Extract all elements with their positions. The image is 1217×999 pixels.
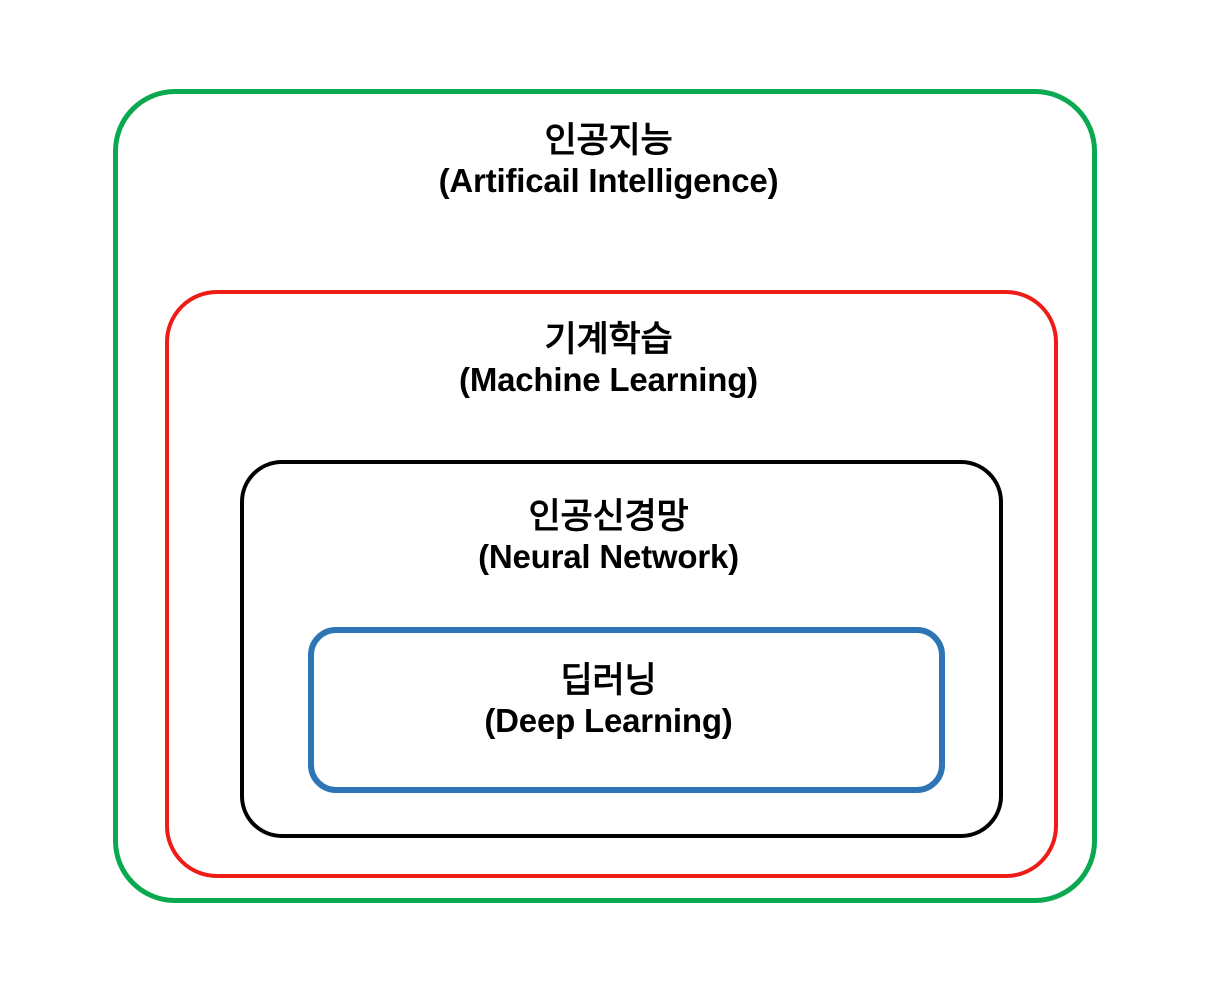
- label-machine-learning-english: (Machine Learning): [459, 360, 758, 398]
- label-artificial-intelligence: 인공지능 (Artificail Intelligence): [0, 121, 1217, 200]
- label-deep-learning-korean: 딥러닝: [560, 661, 657, 700]
- label-neural-network-korean: 인공신경망: [528, 497, 689, 536]
- label-artificial-intelligence-korean: 인공지능: [544, 121, 673, 160]
- layer-deep-learning: [308, 627, 945, 793]
- label-neural-network-english: (Neural Network): [478, 537, 739, 575]
- label-machine-learning-korean: 기계학습: [544, 320, 673, 359]
- layer-machine-learning: [165, 290, 1058, 878]
- layer-artificial-intelligence: [113, 89, 1097, 903]
- label-artificial-intelligence-english: (Artificail Intelligence): [438, 161, 779, 199]
- label-machine-learning: 기계학습 (Machine Learning): [0, 320, 1217, 399]
- layer-neural-network: [240, 460, 1003, 838]
- label-neural-network: 인공신경망 (Neural Network): [0, 497, 1217, 576]
- label-deep-learning: 딥러닝 (Deep Learning): [0, 661, 1217, 740]
- label-deep-learning-english: (Deep Learning): [484, 701, 733, 739]
